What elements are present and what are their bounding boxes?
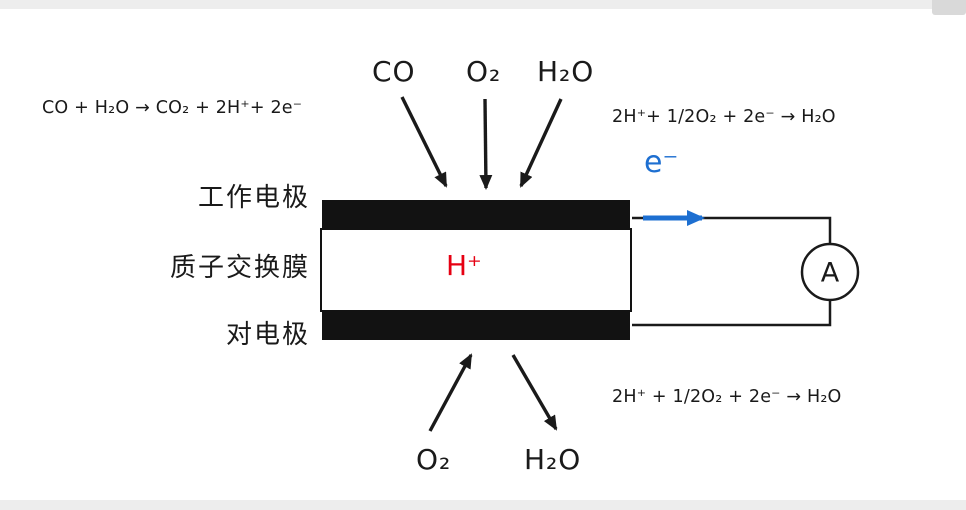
gas-o2-top-label: O₂	[466, 55, 502, 88]
membrane-box	[320, 228, 632, 312]
counter-electrode-label: 对电极	[225, 320, 310, 350]
circuit-wire-bottom	[632, 300, 832, 327]
membrane-label: 质子交换膜	[169, 253, 310, 283]
gas-o2-bottom-label: O₂	[416, 443, 452, 476]
circuit-wire-top	[632, 216, 832, 244]
gas-h2o-top-label: H₂O	[537, 55, 595, 88]
cathode-reaction-top: 2H⁺+ 1/2O₂ + 2e⁻ → H₂O	[612, 107, 836, 127]
o2-counter-inflow-arrow	[428, 353, 473, 432]
gas-co-label: CO	[372, 55, 416, 88]
working-electrode-bar	[322, 200, 630, 230]
anode-reaction: CO + H₂O → CO₂ + 2H⁺+ 2e⁻	[42, 98, 303, 118]
co-inflow-arrow	[400, 96, 448, 188]
top-edge-band	[0, 0, 966, 9]
h2o-counter-outflow-arrow	[511, 354, 558, 431]
ammeter-label: A	[821, 258, 840, 289]
working-electrode-label: 工作电极	[197, 183, 310, 213]
bottom-edge-band	[0, 500, 966, 510]
h2o-inflow-arrow	[519, 98, 563, 188]
o2-inflow-arrow	[479, 98, 493, 190]
gas-h2o-bottom-label: H₂O	[524, 443, 582, 476]
ammeter-circle	[800, 242, 860, 302]
proton-label: H⁺	[446, 249, 482, 282]
electron-label: e⁻	[644, 145, 679, 180]
corner-tab	[932, 0, 966, 15]
counter-electrode-bar	[322, 310, 630, 340]
cathode-reaction-bottom: 2H⁺ + 1/2O₂ + 2e⁻ → H₂O	[612, 387, 842, 407]
